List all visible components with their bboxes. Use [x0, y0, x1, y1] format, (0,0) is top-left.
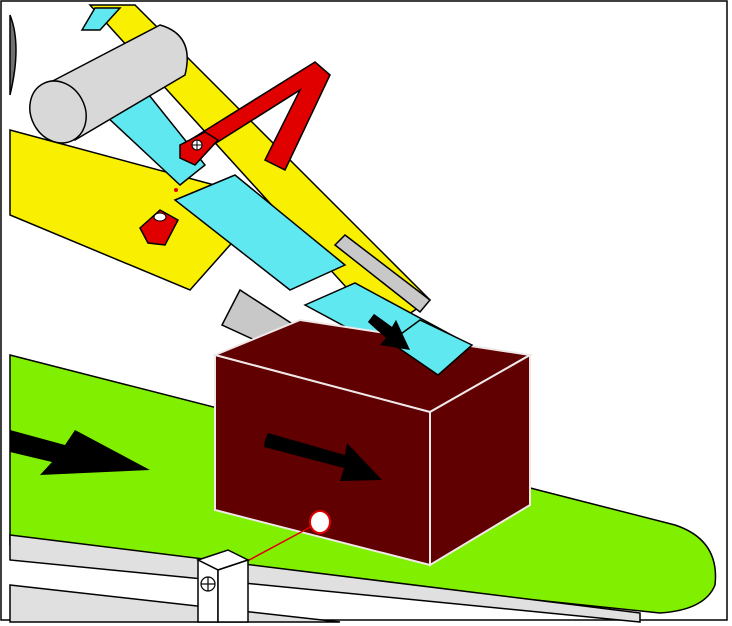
photo-reflector: [309, 510, 331, 534]
peel-plate-right: [333, 234, 432, 314]
sensor-lower-lens: [153, 212, 167, 222]
reel-edge: [9, 14, 17, 96]
product-sensor: [196, 510, 331, 623]
sensor-beam-dot: [174, 188, 178, 192]
box-side: [429, 353, 531, 567]
label-1: [80, 7, 122, 31]
label-on-box: [388, 319, 474, 376]
sensor-post-side: [217, 558, 249, 623]
roller-end: [29, 80, 87, 144]
conveyor-direction-arrow-icon: [10, 430, 150, 475]
label-on-box-arrow-icon: [368, 314, 410, 350]
box-direction-arrow-icon: [264, 433, 382, 481]
roller: [9, 14, 188, 144]
conveyor-side-rail: [9, 534, 641, 623]
label-gap-sensor: [139, 61, 331, 246]
product-box: [211, 314, 533, 567]
conveyor-lower-rail: [9, 584, 341, 623]
sensor-lower-head: [139, 209, 180, 246]
label-3: [173, 174, 347, 291]
photo-beam: [237, 522, 319, 567]
